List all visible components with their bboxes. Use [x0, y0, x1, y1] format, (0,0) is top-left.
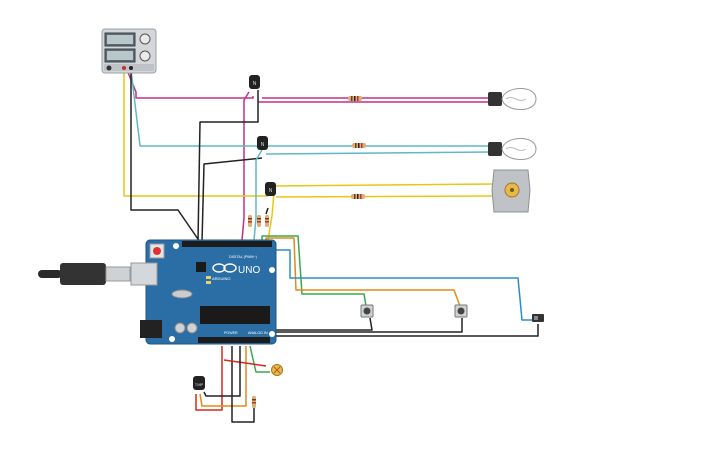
- wire-orange-button2[interactable]: [265, 237, 461, 307]
- light-bulb-1[interactable]: [488, 88, 537, 110]
- wire-orange-tmp[interactable]: [199, 346, 247, 407]
- transistor-q3-marking: N: [269, 188, 273, 194]
- wire-yellow-supply[interactable]: [123, 70, 268, 197]
- board-digital-label: DIGITAL (PWM~): [229, 255, 257, 259]
- wire-black-q3-gnd[interactable]: [265, 207, 269, 215]
- board-power-label: POWER: [224, 331, 238, 335]
- transistor-q2-marking: N: [261, 142, 265, 148]
- transistor-q2[interactable]: N: [257, 136, 268, 150]
- board-maker: ARDUINO: [212, 276, 230, 281]
- wire-black-tmp[interactable]: [231, 346, 255, 423]
- temperature-sensor[interactable]: TMP: [193, 376, 205, 390]
- board-analog-label: ANALOG IN: [248, 331, 268, 335]
- wires: [123, 69, 539, 423]
- transistor-q1[interactable]: N: [249, 75, 260, 89]
- pushbutton-1[interactable]: [360, 304, 374, 318]
- wire-red-tmp[interactable]: [195, 346, 223, 411]
- wire-cyan-supply[interactable]: [130, 69, 490, 147]
- arduino-logo-icon: [212, 263, 237, 273]
- power-supply[interactable]: [101, 28, 157, 74]
- wire-black-q1-gnd[interactable]: [197, 90, 259, 243]
- wire-black-ldr[interactable]: [203, 346, 241, 397]
- wire-yellow-pin[interactable]: [267, 191, 275, 241]
- wire-green-button1[interactable]: [261, 235, 367, 307]
- wire-magenta-supply[interactable]: [126, 69, 254, 99]
- temperature-sensor-marking: TMP: [195, 382, 204, 387]
- pushbutton-2[interactable]: [454, 304, 468, 318]
- resistor-motor[interactable]: [351, 194, 365, 199]
- usb-cable[interactable]: [38, 263, 131, 285]
- wire-green-ldr[interactable]: [249, 345, 270, 373]
- resistor-base-3[interactable]: [265, 215, 269, 227]
- wire-red-ldr[interactable]: [223, 359, 267, 367]
- board-brand: UNO: [238, 265, 260, 276]
- resistor-bulb1[interactable]: [348, 96, 362, 101]
- wire-yellow-motor-top[interactable]: [271, 183, 494, 187]
- photoresistor[interactable]: [271, 364, 283, 376]
- resistor-bulb2[interactable]: [352, 143, 366, 148]
- wire-black-button2-gnd[interactable]: [262, 318, 463, 333]
- dc-motor[interactable]: [491, 169, 531, 213]
- wire-cyan-pin[interactable]: [253, 149, 263, 241]
- light-bulb-2[interactable]: [488, 138, 537, 160]
- slide-switch[interactable]: [532, 314, 544, 322]
- wire-black-buttons-gnd[interactable]: [258, 317, 373, 331]
- wire-yellow-motor-bottom[interactable]: [275, 195, 494, 198]
- resistor-ldr[interactable]: [252, 396, 256, 408]
- transistor-q3[interactable]: N: [265, 182, 276, 196]
- arduino-uno[interactable]: UNO ARDUINO DIGITAL (PWM~) POWER ANALOG …: [130, 239, 277, 345]
- wire-black-q2-gnd[interactable]: [201, 157, 263, 243]
- resistor-base-1[interactable]: [248, 215, 252, 227]
- wire-cyan-bulb2[interactable]: [265, 151, 491, 155]
- transistor-q1-marking: N: [253, 81, 257, 87]
- wire-black-switch-gnd[interactable]: [268, 324, 539, 337]
- wire-blue-switch[interactable]: [269, 243, 538, 321]
- resistor-base-2[interactable]: [257, 215, 261, 227]
- wire-black-supply-gnd[interactable]: [130, 70, 201, 243]
- wire-magenta-pin[interactable]: [241, 91, 250, 241]
